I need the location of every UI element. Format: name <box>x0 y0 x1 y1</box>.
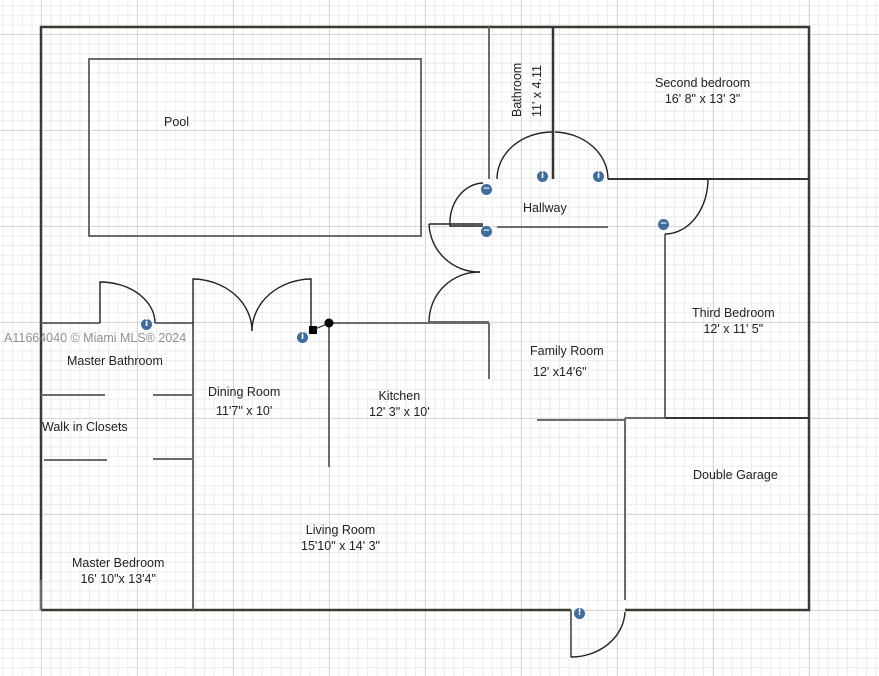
room-dims: 16' 8" x 13' 3" <box>664 92 741 106</box>
door-arc <box>192 278 253 332</box>
watermark: A11664040 © Miami MLS® 2024 <box>4 331 187 345</box>
pool-outline <box>88 58 422 237</box>
door-arc <box>449 182 484 227</box>
alert-icon[interactable]: ! <box>574 608 585 619</box>
room-dims: 15'10" x 14' 3" <box>301 539 380 553</box>
room-dims: 12' 3" x 10' <box>369 405 430 419</box>
door-arc <box>428 271 481 323</box>
room-label-master-bedroom: Master Bedroom 16' 10"x 13'4" <box>72 555 164 587</box>
info-icon[interactable]: i <box>297 332 308 343</box>
door-arc <box>251 278 312 332</box>
outer-walls <box>39 25 811 612</box>
room-name: Bathroom <box>510 62 524 117</box>
room-label-kitchen: Kitchen 12' 3" x 10' <box>369 388 430 420</box>
room-label-bathroom: Bathroom 11' x 4.11 <box>509 63 545 117</box>
room-name: Dining Room <box>208 385 281 399</box>
room-label-third-bedroom: Third Bedroom 12' x 11' 5" <box>692 305 775 337</box>
room-label-hallway: Hallway <box>523 200 567 216</box>
room-name: Kitchen <box>378 389 421 403</box>
room-label-family-room: Family Room 12' x14'6" <box>530 343 604 380</box>
door-arc <box>99 281 156 324</box>
room-name: Pool <box>164 115 190 129</box>
door-arc <box>428 223 481 273</box>
room-label-double-garage: Double Garage <box>693 467 778 483</box>
room-label-dining-room: Dining Room 11'7" x 10' <box>208 384 280 419</box>
room-name: Hallway <box>523 201 567 215</box>
door-arc <box>554 131 609 180</box>
room-name: Second bedroom <box>655 76 751 90</box>
room-name: Third Bedroom <box>692 306 775 320</box>
minus-icon[interactable]: − <box>658 219 669 230</box>
info-icon[interactable]: i <box>537 171 548 182</box>
room-name: Master Bedroom <box>72 556 165 570</box>
room-name: Walk in Closets <box>42 420 128 434</box>
room-dims: 16' 10"x 13'4" <box>80 572 156 586</box>
room-label-living-room: Living Room 15'10" x 14' 3" <box>301 522 380 554</box>
room-label-pool: Pool <box>164 114 189 130</box>
door-arc <box>664 178 709 235</box>
room-dims: 12' x 11' 5" <box>703 322 764 336</box>
info-icon[interactable]: i <box>141 319 152 330</box>
room-name: Double Garage <box>693 468 778 482</box>
room-label-second-bedroom: Second bedroom 16' 8" x 13' 3" <box>655 75 750 107</box>
door-arc <box>496 131 553 180</box>
room-label-walk-in-closets: Walk in Closets <box>42 419 128 435</box>
door-arc <box>570 611 626 658</box>
minus-icon[interactable]: − <box>481 184 492 195</box>
info-icon[interactable]: i <box>593 171 604 182</box>
room-name: Family Room <box>530 344 604 358</box>
room-label-master-bathroom: Master Bathroom <box>67 353 163 369</box>
outer-wall <box>39 25 811 612</box>
room-name: Master Bathroom <box>67 354 163 368</box>
doors <box>99 131 709 658</box>
room-dims: 11'7" x 10' <box>216 404 273 418</box>
minus-icon[interactable]: − <box>481 226 492 237</box>
switch-dot <box>324 318 334 328</box>
room-dims: 12' x14'6" <box>533 365 587 379</box>
room-name: Living Room <box>305 523 376 537</box>
inner-walls <box>40 27 809 657</box>
room-dims: 11' x 4.11 <box>530 65 544 117</box>
